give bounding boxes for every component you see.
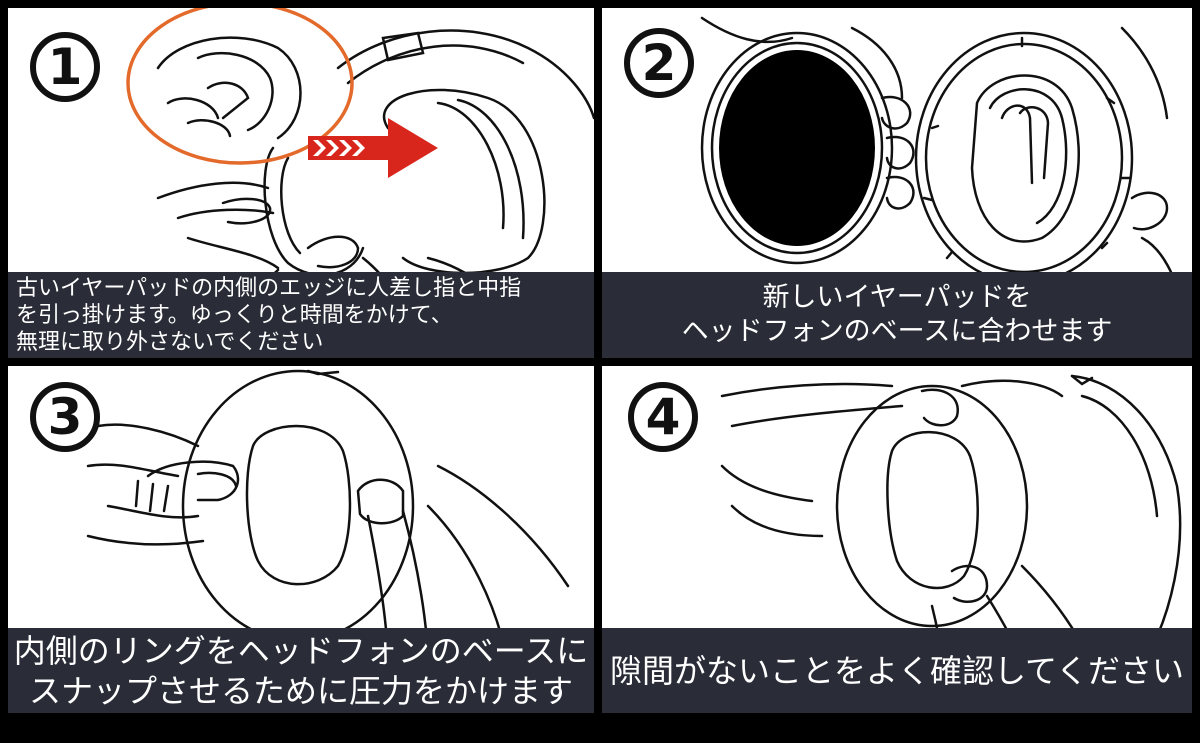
step-3-number-badge: 3 bbox=[30, 382, 100, 452]
step-2-number-badge: 2 bbox=[624, 28, 694, 98]
step-1-caption-line-3: 無理に取り外さないでください bbox=[16, 329, 324, 355]
step-4-number-badge: 4 bbox=[628, 382, 698, 452]
step-1-caption-line-2: を引っ掛けます。ゆっくりと時間をかけて、 bbox=[16, 302, 453, 328]
step-2-caption-line-1: 新しいイヤーパッドを bbox=[762, 282, 1032, 313]
step-3-caption-line-2: スナップさせるために圧力をかけます bbox=[28, 671, 573, 710]
step-2-caption-line-2: ヘッドフォンのベースに合わせます bbox=[681, 316, 1113, 347]
step-2-caption: 新しいイヤーパッドを ヘッドフォンのベースに合わせます bbox=[602, 272, 1192, 358]
step-4-panel: 4 隙間がないことをよく確認してください bbox=[602, 366, 1192, 713]
step-1-number-badge: 1 bbox=[30, 32, 100, 102]
step-4-caption: 隙間がないことをよく確認してください bbox=[602, 628, 1192, 713]
step-2-illustration bbox=[700, 16, 1184, 310]
step-1-caption: 古いイヤーパッドの内側のエッジに人差し指と中指 を引っ掛けます。ゆっくりと時間を… bbox=[8, 272, 594, 358]
step-3-panel: 3 内側のリングをヘッドフォンのベースに スナップさせるために圧力をかけます bbox=[8, 366, 594, 713]
pull-direction-arrow bbox=[308, 118, 438, 178]
step-3-caption-line-1: 内側のリングをヘッドフォンのベースに bbox=[13, 631, 589, 670]
step-2-panel: 2 新しいイヤーパッドを ヘッドフォンのベースに合わせます bbox=[602, 8, 1192, 358]
headphone-base bbox=[719, 50, 875, 246]
zoom-highlight-circle bbox=[126, 8, 354, 165]
step-3-caption: 内側のリングをヘッドフォンのベースに スナップさせるために圧力をかけます bbox=[8, 628, 594, 713]
step-1-panel: 1 古いイヤーパッドの内側のエッジに人差し指と中指 を引っ掛けます。ゆっくりと時… bbox=[8, 8, 594, 358]
step-1-caption-line-1: 古いイヤーパッドの内側のエッジに人差し指と中指 bbox=[16, 275, 522, 301]
step-4-caption-line-1: 隙間がないことをよく確認してください bbox=[609, 651, 1185, 690]
